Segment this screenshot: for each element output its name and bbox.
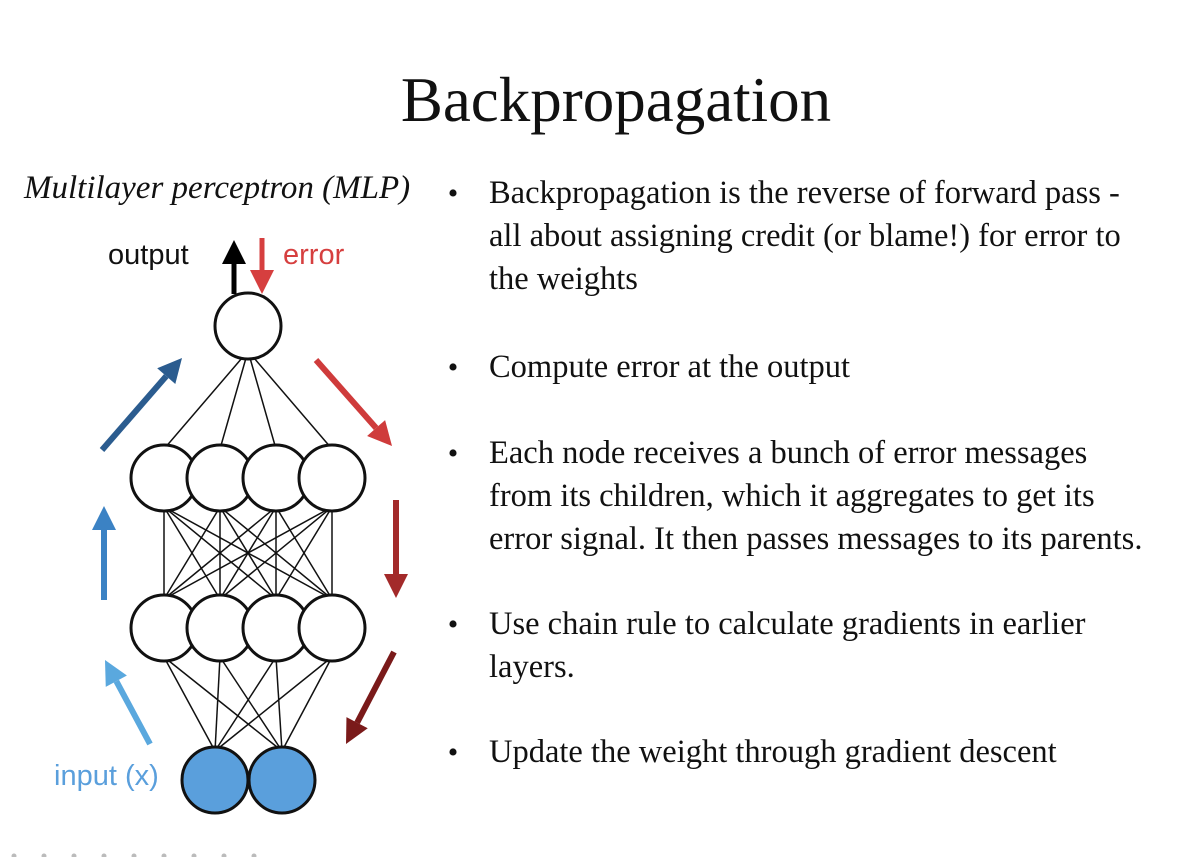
bullet-dot-icon: • <box>447 351 459 384</box>
network-edge <box>214 656 221 752</box>
input-node <box>180 745 250 815</box>
network-edge <box>247 350 333 450</box>
backward-arrow-icon <box>346 650 397 744</box>
output-label: output <box>108 239 189 271</box>
hidden1-node <box>297 593 367 663</box>
bullet-text: Backpropagation is the reverse of forwar… <box>489 175 1121 297</box>
input-label: input (x) <box>54 760 159 792</box>
bullet-dot-icon: • <box>447 437 459 470</box>
network-edge <box>214 656 333 752</box>
network-edge <box>163 506 333 600</box>
network-edge <box>275 656 283 752</box>
bullet-dot-icon: • <box>447 736 459 769</box>
forward-arrow-icon <box>92 506 116 600</box>
forward-arrow-icon <box>99 358 182 452</box>
bullet-dot-icon: • <box>447 177 459 210</box>
bullet-dot-icon: • <box>447 608 459 641</box>
slide-title: Backpropagation <box>400 65 832 135</box>
input-node <box>247 745 317 815</box>
slide-pager-dots <box>11 853 257 857</box>
network-edge <box>219 350 249 450</box>
error-arrow-icon <box>250 238 274 294</box>
network-edge <box>163 656 283 752</box>
network-nodes <box>129 291 367 815</box>
bullet-text: Compute error at the output <box>489 349 851 385</box>
network-edge <box>163 506 221 600</box>
forward-arrow-icon <box>105 660 153 746</box>
network-edge <box>247 350 277 450</box>
network-edge <box>219 506 333 600</box>
hidden2-node <box>297 443 367 513</box>
backward-arrow-icon <box>384 500 408 598</box>
diagram-caption: Multilayer perceptron (MLP) <box>24 170 411 206</box>
bullet-text: Use chain rule to calculate gradients in… <box>489 606 1086 685</box>
network-edges <box>163 350 333 752</box>
bullet-text: Update the weight through gradient desce… <box>489 734 1057 770</box>
network-edge <box>163 656 216 752</box>
mlp-diagram: output error input (x) <box>54 238 408 815</box>
network-edge <box>219 656 283 752</box>
bullet-text: Each node receives a bunch of error mess… <box>489 435 1143 557</box>
backward-arrow-icon <box>313 358 392 446</box>
output-node <box>213 291 283 361</box>
network-edge <box>214 656 277 752</box>
output-arrow-icon <box>222 240 246 294</box>
network-edge <box>281 656 333 752</box>
flow-arrows <box>92 238 408 746</box>
network-edge <box>163 506 277 600</box>
network-edge <box>163 350 249 450</box>
error-label: error <box>283 239 345 271</box>
network-edge <box>275 506 333 600</box>
